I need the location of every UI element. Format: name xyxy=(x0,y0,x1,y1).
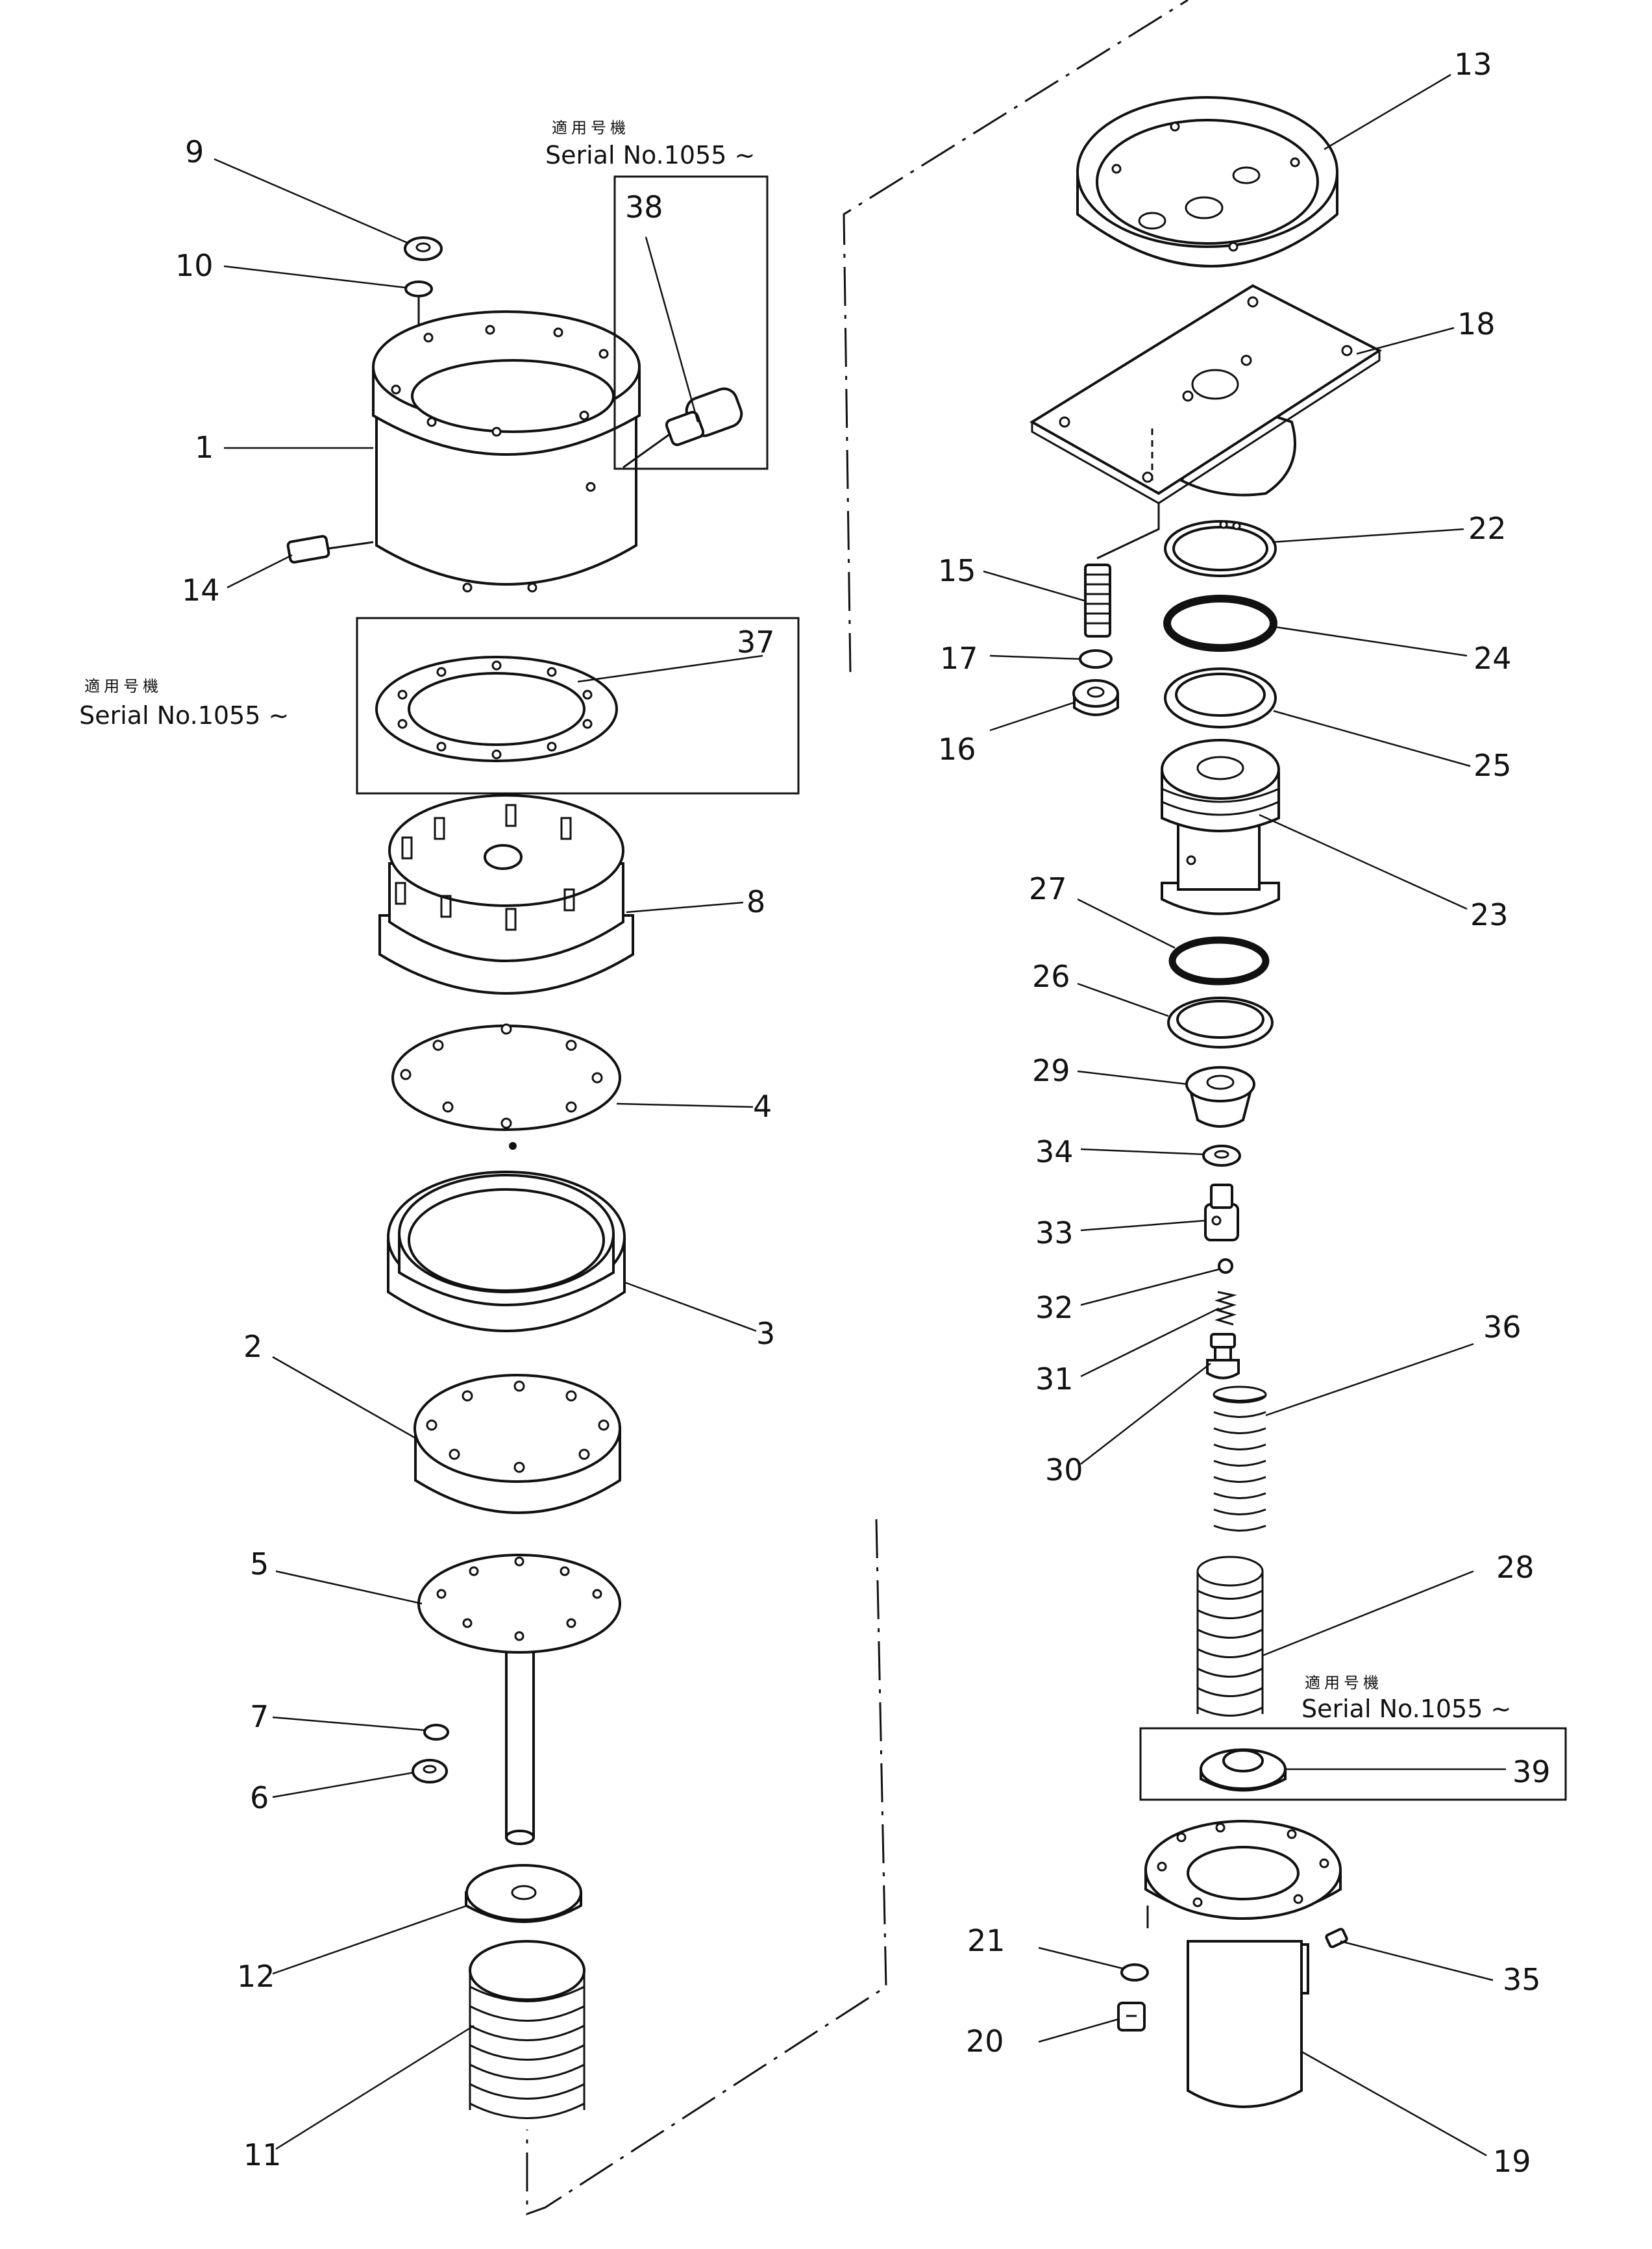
callout-38: 38 xyxy=(625,190,663,225)
part-14-bolt xyxy=(286,534,374,564)
callout-37: 37 xyxy=(737,625,775,660)
callout-36: 36 xyxy=(1483,1310,1522,1345)
callout-32: 32 xyxy=(1035,1290,1074,1325)
part-8-cover xyxy=(378,794,634,995)
callout-29: 29 xyxy=(1032,1053,1070,1088)
part-23-valve-body xyxy=(1161,739,1280,915)
callout-31: 31 xyxy=(1035,1361,1074,1397)
part-30-spool xyxy=(1206,1333,1240,1380)
serial-note-37: Serial No.1055 ~ xyxy=(79,701,289,730)
part-26-backup-ring xyxy=(1167,997,1274,1049)
callout-4: 4 xyxy=(753,1089,772,1124)
part-33-plug xyxy=(1204,1184,1239,1241)
part-24-o-ring xyxy=(1163,595,1277,652)
part-18-plate xyxy=(1029,284,1382,560)
part-20-bolt xyxy=(1117,2002,1146,2032)
callout-19: 19 xyxy=(1493,2144,1531,2179)
callout-21: 21 xyxy=(967,1923,1005,1958)
callout-22: 22 xyxy=(1468,511,1507,546)
part-36-inner-spring xyxy=(1213,1385,1267,1532)
part-2-piston xyxy=(413,1374,621,1514)
part-12-spring-seat xyxy=(465,1864,582,1923)
applicability-label-39: 適用号機 xyxy=(1305,1674,1383,1692)
part-6-nut xyxy=(412,1759,448,1783)
part-21-washer xyxy=(1120,1963,1149,1982)
callout-20: 20 xyxy=(966,2024,1004,2059)
callout-3: 3 xyxy=(756,1316,775,1351)
callout-numbers: 9 10 1 14 38 37 8 4 3 2 5 7 6 12 11 13 1… xyxy=(175,47,1551,2179)
part-39-seat xyxy=(1200,1748,1287,1792)
serial-box-38 xyxy=(613,175,769,470)
part-19-cylinder-body xyxy=(1144,1820,1342,2108)
callout-1: 1 xyxy=(195,430,214,465)
part-29-cup xyxy=(1185,1066,1255,1128)
applicability-label-38: 適用号機 xyxy=(552,119,630,137)
callout-25: 25 xyxy=(1473,748,1512,783)
callout-2: 2 xyxy=(243,1329,262,1364)
part-1-housing xyxy=(372,310,641,593)
part-15-stud xyxy=(1084,564,1111,638)
separator-line-upper xyxy=(843,0,1189,673)
part-7-washer xyxy=(423,1724,449,1741)
callout-24: 24 xyxy=(1473,641,1512,676)
callout-26: 26 xyxy=(1032,959,1070,994)
part-25-backup-ring xyxy=(1164,667,1277,728)
part-11-spring xyxy=(469,1940,586,2119)
serial-box-39 xyxy=(1139,1727,1567,1801)
serial-note-38: Serial No.1055 ~ xyxy=(545,141,755,169)
part-3-ring xyxy=(387,1171,626,1332)
applicability-label-37: 適用号機 xyxy=(84,677,162,695)
callout-11: 11 xyxy=(243,2137,282,2172)
leader-lines xyxy=(214,73,1506,2157)
part-13-top-cover xyxy=(1076,96,1338,267)
part-9-nut xyxy=(404,236,443,261)
callout-16: 16 xyxy=(938,732,976,767)
part-4-plate xyxy=(391,1023,621,1150)
serial-notes: 適用号機 Serial No.1055 ~ 適用号機 Serial No.105… xyxy=(79,119,1511,1723)
part-35-plug xyxy=(1325,1928,1348,1948)
callout-33: 33 xyxy=(1035,1215,1074,1250)
part-5-rod-plate xyxy=(417,1554,621,1845)
part-16-nut xyxy=(1072,679,1119,716)
part-28-outer-spring xyxy=(1196,1556,1264,1717)
part-27-o-ring xyxy=(1168,936,1270,986)
callout-7: 7 xyxy=(250,1699,269,1734)
part-38-fitting xyxy=(623,387,743,469)
callout-34: 34 xyxy=(1035,1134,1074,1169)
callout-30: 30 xyxy=(1045,1452,1083,1487)
callout-17: 17 xyxy=(940,641,978,676)
separator-line-lower xyxy=(526,1519,887,2216)
part-31-small-spring xyxy=(1214,1291,1237,1326)
part-34-washer xyxy=(1202,1145,1241,1167)
callout-9: 9 xyxy=(185,134,204,169)
part-37-gasket xyxy=(375,656,618,762)
part-32-ball xyxy=(1218,1258,1233,1274)
callout-39: 39 xyxy=(1512,1754,1551,1789)
serial-box-37 xyxy=(356,617,800,795)
part-10-washer xyxy=(404,280,433,328)
callout-23: 23 xyxy=(1470,897,1509,932)
callout-14: 14 xyxy=(182,573,220,608)
callout-15: 15 xyxy=(938,553,976,588)
callout-27: 27 xyxy=(1029,871,1067,906)
serial-note-39: Serial No.1055 ~ xyxy=(1301,1695,1511,1723)
callout-5: 5 xyxy=(250,1547,269,1582)
callout-28: 28 xyxy=(1496,1550,1535,1585)
part-22-snap-ring xyxy=(1164,520,1277,577)
callout-13: 13 xyxy=(1454,47,1492,82)
callout-10: 10 xyxy=(175,248,214,283)
part-17-washer xyxy=(1079,649,1113,669)
callout-35: 35 xyxy=(1503,1962,1541,1997)
callout-8: 8 xyxy=(746,884,765,919)
callout-18: 18 xyxy=(1457,306,1496,342)
callout-12: 12 xyxy=(237,1959,275,1994)
callout-6: 6 xyxy=(250,1780,269,1815)
